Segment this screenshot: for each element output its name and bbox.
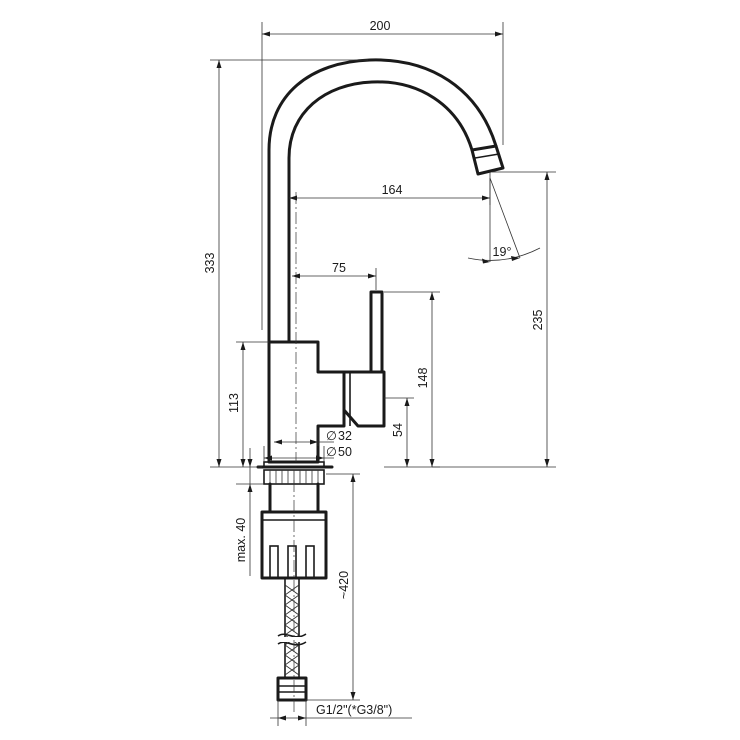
handle-lever <box>369 290 384 374</box>
spout-outer <box>267 58 498 344</box>
diameter-symbol-large: ∅ <box>326 445 337 459</box>
dim-diameter-large: 50 <box>338 445 352 459</box>
dim-max-mount: max. 40 <box>234 518 248 563</box>
diameter-symbol-small: ∅ <box>326 429 337 443</box>
braided-hose <box>277 577 307 679</box>
faucet-body <box>267 340 346 464</box>
dim-handle-offset: 75 <box>332 261 346 275</box>
dim-spout-height: 235 <box>531 310 545 331</box>
dim-height-total: 333 <box>203 253 217 274</box>
dim-reach: 164 <box>382 183 403 197</box>
hose-fitting <box>276 676 308 702</box>
dim-handle-height: 148 <box>416 368 430 389</box>
spout-inner <box>287 80 474 344</box>
dim-width-total: 200 <box>370 19 391 33</box>
handle-cartridge <box>342 370 386 428</box>
dim-body-height: 113 <box>227 393 241 413</box>
dimension-labels: 200 164 75 19° 333 235 148 54 113 max. 4… <box>203 19 545 717</box>
aerator-line <box>474 153 500 159</box>
dim-hose-length: ~420 <box>337 571 351 599</box>
spout-aerator <box>470 144 505 176</box>
dim-diameter-small: 32 <box>338 429 352 443</box>
mounting-nut <box>260 510 328 580</box>
dimension-lines <box>210 22 556 726</box>
dim-angle: 19° <box>493 245 512 259</box>
faucet-outline <box>256 58 505 712</box>
dim-handle-base: 54 <box>391 423 405 437</box>
dim-thread: G1/2"(*G3/8") <box>316 703 392 717</box>
